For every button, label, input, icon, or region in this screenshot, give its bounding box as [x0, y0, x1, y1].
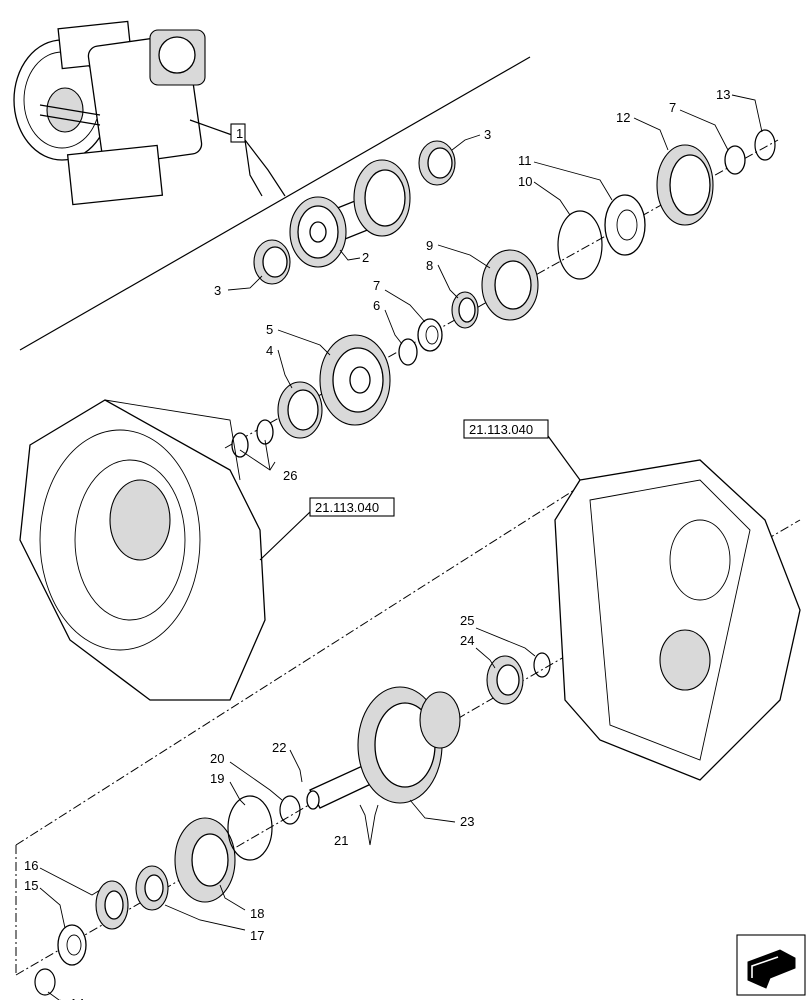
callout-13: 13: [716, 87, 730, 102]
callout-26: 26: [283, 468, 297, 483]
callout-20: 20: [210, 751, 224, 766]
callout-24: 24: [460, 633, 474, 648]
part-11-plate: [604, 194, 646, 256]
divider-line: [19, 56, 531, 351]
callout-4: 4: [266, 343, 273, 358]
callout-14: 14: [70, 996, 84, 1000]
callout-16: 16: [24, 858, 38, 873]
part-3-bearing-lower: [253, 239, 291, 285]
callout-18: 18: [250, 906, 264, 921]
callout-17: 17: [250, 928, 264, 943]
part-4-bearing: [277, 381, 323, 439]
part-15-washer: [57, 924, 87, 966]
axis-link: [15, 479, 591, 846]
callout-2: 2: [362, 250, 369, 265]
callout-9: 9: [426, 238, 433, 253]
part-17-sleeve: [135, 865, 169, 911]
callout-box-1: [230, 123, 246, 143]
callout-7-lower: 7: [373, 278, 380, 293]
part-23-clutch-drum: [357, 686, 461, 804]
callout-3-upper: 3: [484, 127, 491, 142]
callout-15: 15: [24, 878, 38, 893]
transmission-assembly-thumbnail: [13, 20, 206, 206]
callout-19: 19: [210, 771, 224, 786]
part-16-spring: [95, 880, 129, 930]
part-20-ring: [279, 795, 301, 825]
ref-label-right: 21.113.040: [469, 422, 533, 437]
leader-lines: [39, 94, 763, 1000]
part-8-needle-bearing: [451, 291, 479, 329]
part-9-gear-hub: [481, 249, 539, 321]
part-26-snap-rings: [231, 419, 274, 458]
part-5-gear: [319, 334, 391, 426]
callout-22: 22: [272, 740, 286, 755]
part-6-ring: [398, 338, 418, 366]
part-3-bearing-upper: [418, 140, 456, 186]
callout-3-lower: 3: [214, 283, 221, 298]
part-12-clutch-pack: [656, 144, 714, 226]
rear-housing: [547, 435, 801, 781]
part-19-o-ring: [227, 795, 273, 861]
callout-6: 6: [373, 298, 380, 313]
part-13-snap-ring: [754, 129, 776, 161]
callout-5: 5: [266, 322, 273, 337]
part-25-snap-ring: [533, 652, 551, 678]
ref-box-left: [309, 497, 395, 517]
part-7-washer: [417, 318, 443, 352]
callout-21: 21: [334, 833, 348, 848]
part-14-snap-ring: [34, 968, 56, 996]
callout-11: 11: [518, 153, 532, 168]
part-10-snap-ring: [557, 210, 603, 280]
next-page-arrow-icon[interactable]: [736, 934, 806, 996]
callout-25: 25: [460, 613, 474, 628]
part-2-gear-shaft: [289, 159, 411, 268]
callout-7-upper: 7: [669, 100, 676, 115]
callout-23: 23: [460, 814, 474, 829]
callout-8: 8: [426, 258, 433, 273]
front-housing: [19, 399, 311, 701]
ref-box-right: [463, 419, 549, 439]
callout-10: 10: [518, 174, 532, 189]
ref-label-left: 21.113.040: [315, 500, 379, 515]
part-24-bearing: [486, 655, 524, 705]
part-7-washer-upper: [724, 145, 746, 175]
callout-12: 12: [616, 110, 630, 125]
part-18-piston: [174, 817, 236, 903]
callout-1: 1: [236, 126, 243, 141]
